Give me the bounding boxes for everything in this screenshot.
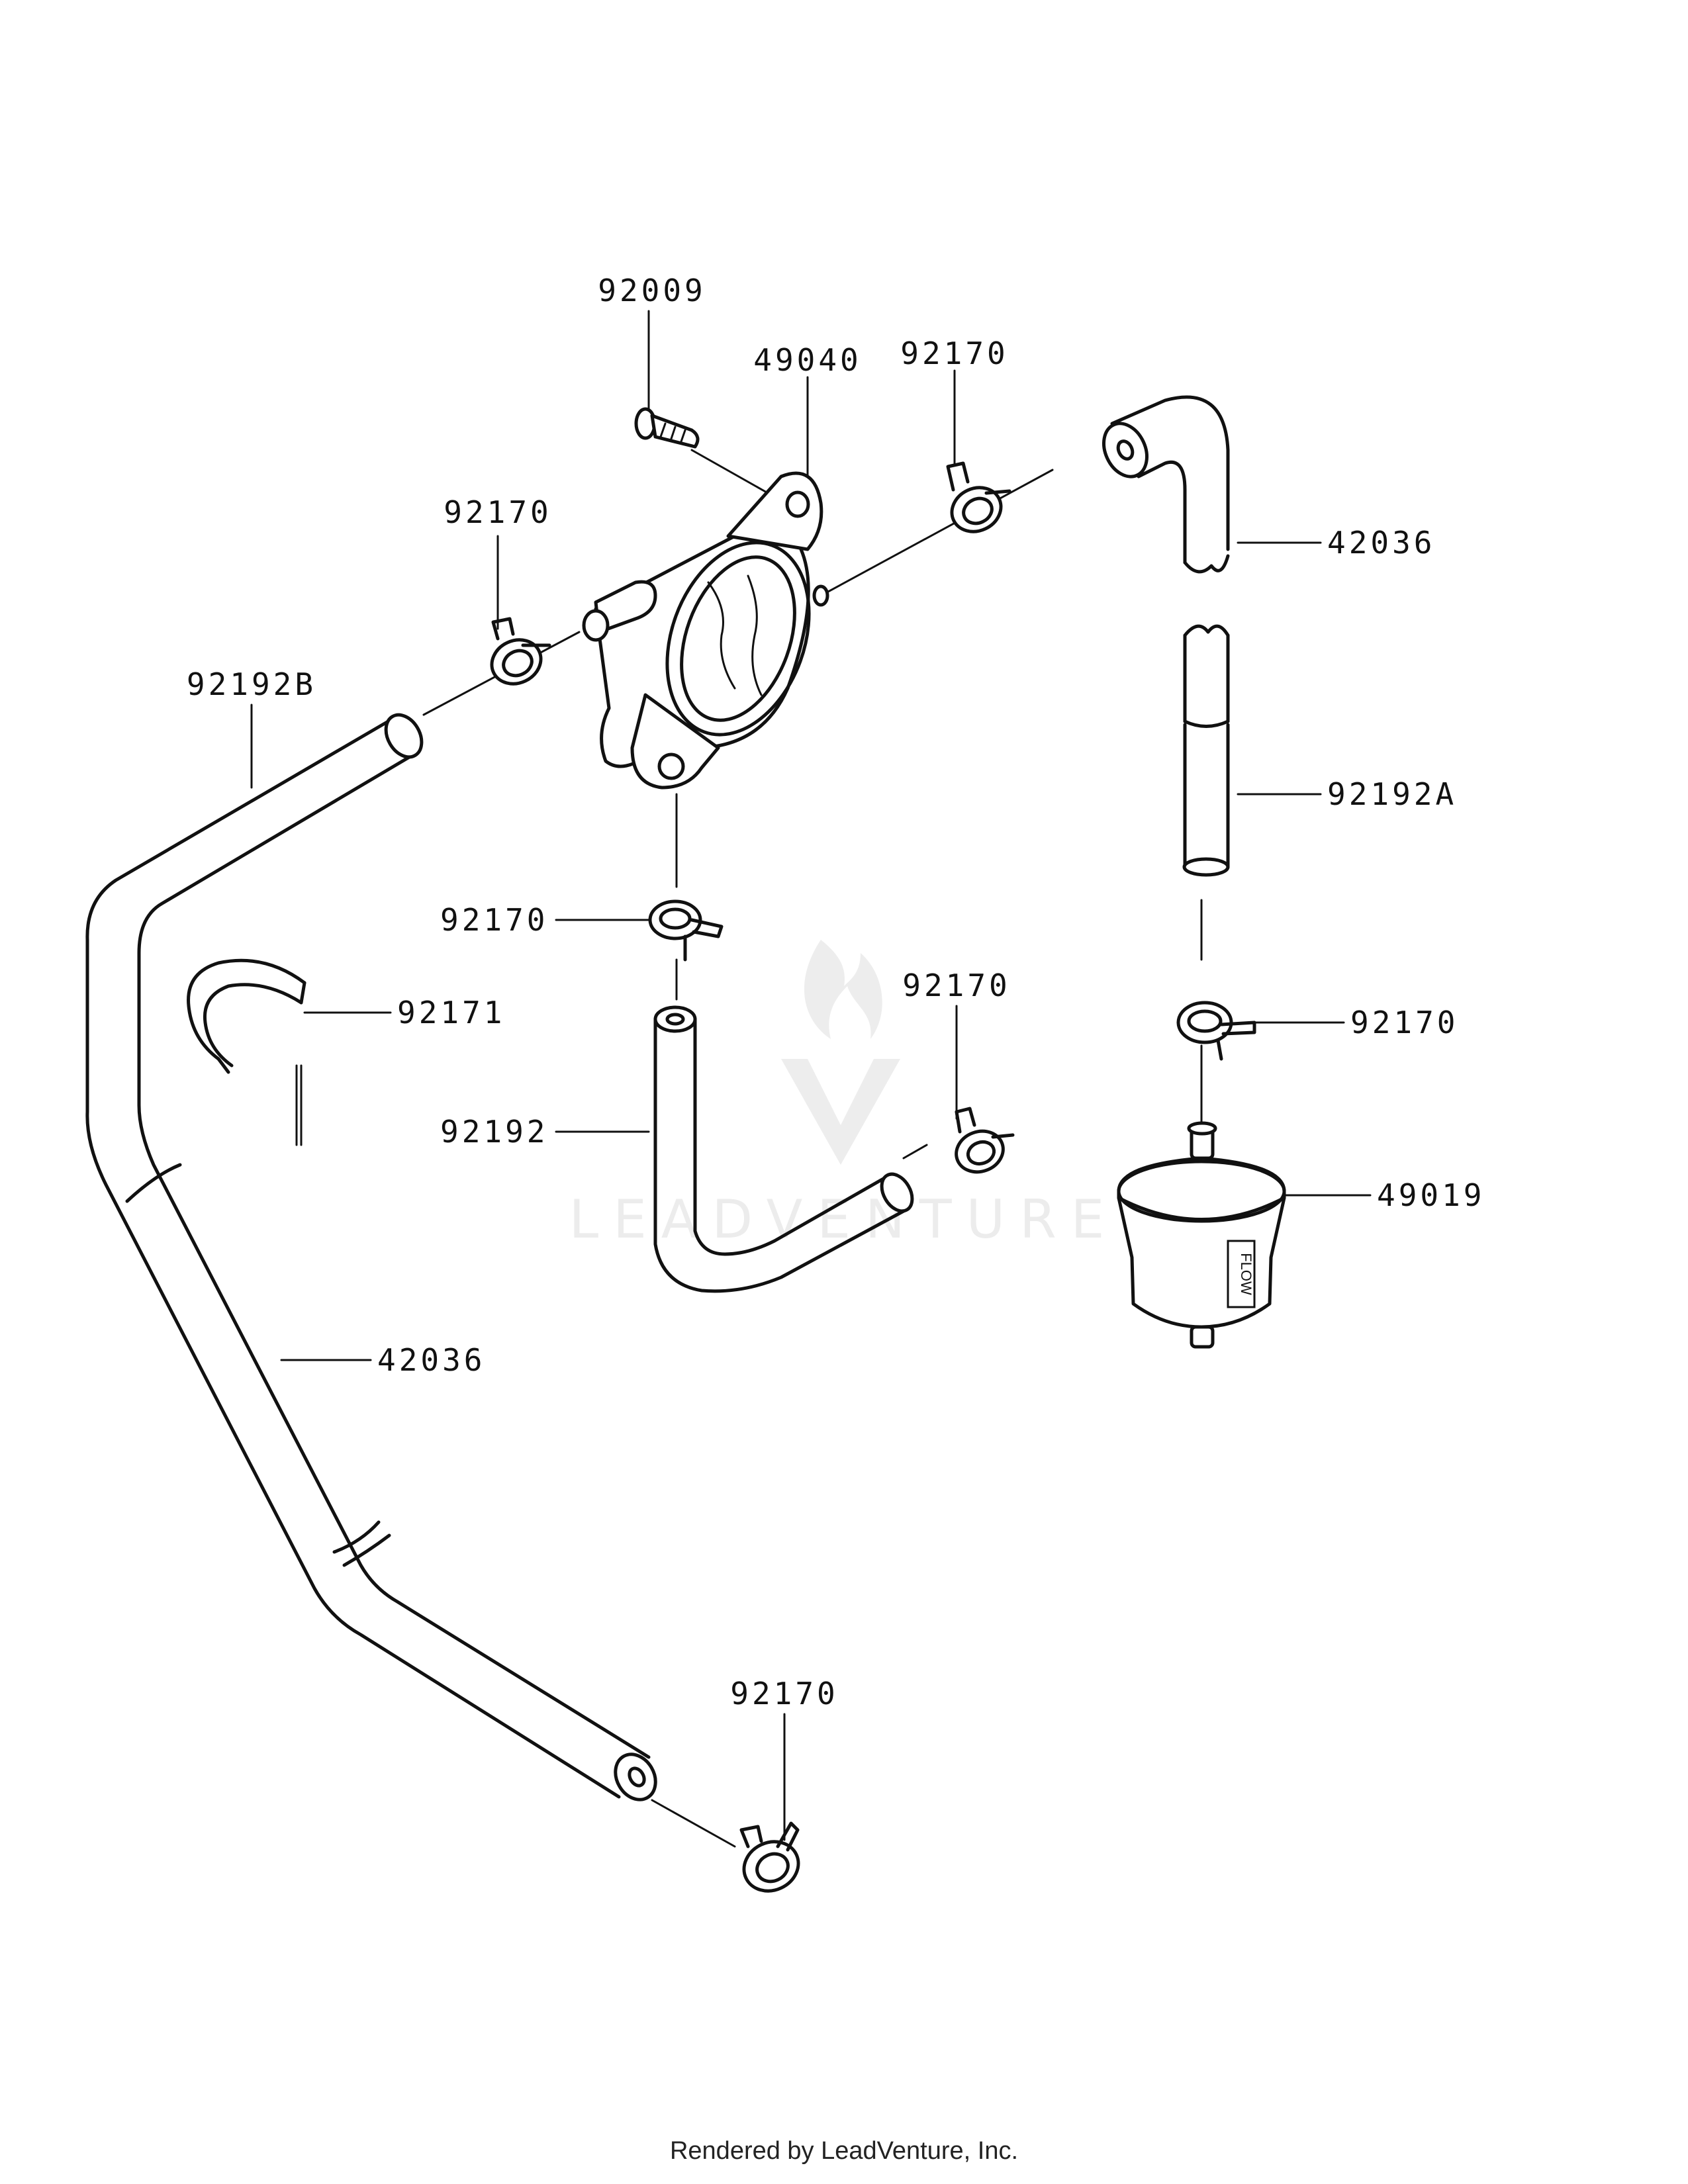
label-clip: 92171: [397, 995, 505, 1030]
footer-credit: Rendered by LeadVenture, Inc.: [670, 2137, 1018, 2165]
label-hose-left-long: 92192B: [187, 666, 316, 702]
part-labels: 92009 49040 92170 42036 92170 92192B 921…: [187, 273, 1485, 1711]
label-clamp-mid: 92170: [902, 968, 1010, 1003]
label-fuel-filter: 49019: [1377, 1177, 1485, 1213]
clamp-top-center: [946, 461, 1011, 533]
right-upper-hose: [1102, 395, 1230, 728]
clamp-below-pump: [648, 899, 724, 962]
label-hose-middle: 92192: [440, 1114, 548, 1150]
watermark-text: LEADVENTURE: [569, 1189, 1119, 1250]
clamp-upper-right-filter: [1176, 1001, 1256, 1061]
label-fuel-pump: 49040: [753, 342, 861, 378]
label-hose-left-lower: 42036: [377, 1342, 485, 1378]
clamp-bottom: [739, 1821, 800, 1893]
label-clamp-bottom: 92170: [730, 1676, 838, 1711]
label-clamp-upper-right-filter: 92170: [1350, 1005, 1458, 1040]
fuel-filter: FLOW: [1117, 1121, 1286, 1349]
label-bolt: 92009: [598, 273, 706, 308]
filter-flow-marking: FLOW: [1238, 1253, 1254, 1295]
fuel-pump: [582, 407, 829, 790]
left-hose-assembly: [85, 713, 657, 1801]
clamp-mid: [955, 1107, 1015, 1174]
clamp-left-pump: [490, 617, 551, 686]
watermark: LEADVENTURE: [569, 940, 1119, 1250]
clip-92171: [187, 958, 306, 1146]
middle-hose: [653, 1005, 914, 1293]
flame-icon: [804, 940, 882, 1039]
v-logo-icon: [781, 1059, 900, 1165]
label-hose-right-lower: 92192A: [1327, 776, 1457, 812]
bolt-92009: [634, 407, 700, 449]
label-hose-right-upper: 42036: [1327, 525, 1435, 561]
right-lower-hose: [1182, 723, 1230, 877]
label-clamp-top-center: 92170: [900, 336, 1008, 371]
label-clamp-left-pump: 92170: [444, 494, 551, 530]
label-clamp-below-pump: 92170: [440, 902, 548, 938]
